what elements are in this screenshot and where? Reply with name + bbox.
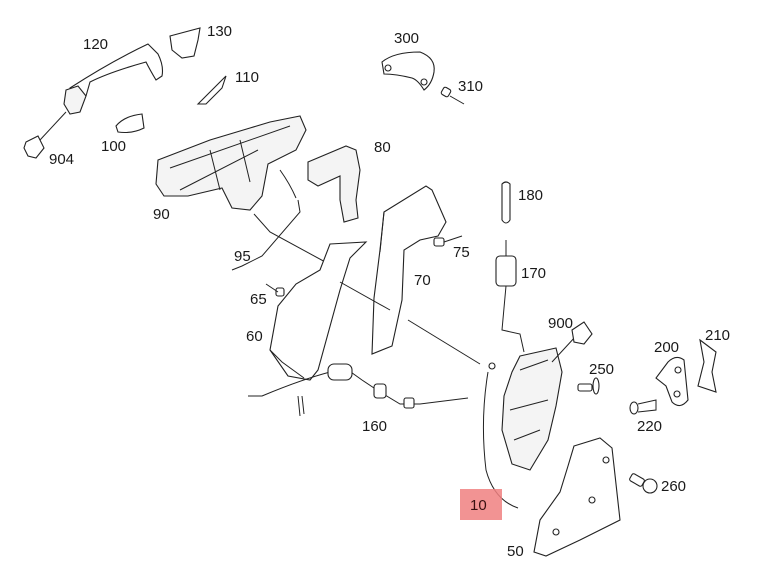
part-904-connector[interactable]: [23, 135, 45, 159]
part-60-bracket[interactable]: [269, 241, 481, 381]
part-170-rod[interactable]: [495, 240, 525, 353]
label-60[interactable]: 60: [246, 328, 263, 345]
part-80-carrier[interactable]: [307, 145, 361, 223]
label-95[interactable]: 95: [234, 248, 251, 265]
label-200[interactable]: 200: [654, 339, 680, 356]
label-220[interactable]: 220: [637, 418, 663, 435]
part-220-screw[interactable]: [629, 399, 657, 415]
part-50-mounting-plate[interactable]: [533, 437, 621, 557]
label-250[interactable]: 250: [589, 361, 615, 378]
label-75[interactable]: 75: [453, 244, 470, 261]
label-310[interactable]: 310: [458, 78, 484, 95]
part-300-bracket[interactable]: [381, 51, 435, 91]
part-75-clip[interactable]: [433, 235, 463, 247]
label-50[interactable]: 50: [507, 543, 524, 560]
label-80[interactable]: 80: [374, 139, 391, 156]
part-130-cap[interactable]: [169, 27, 201, 59]
label-100[interactable]: 100: [101, 138, 127, 155]
part-180-knob[interactable]: [501, 181, 511, 224]
label-120[interactable]: 120: [83, 36, 109, 53]
part-310-bolt[interactable]: [440, 86, 465, 105]
label-900[interactable]: 900: [548, 315, 574, 332]
label-130[interactable]: 130: [207, 23, 233, 40]
part-120-handle[interactable]: [39, 43, 164, 141]
part-95-rod[interactable]: [231, 169, 301, 271]
label-180[interactable]: 180: [518, 187, 544, 204]
part-250-screw[interactable]: [577, 377, 600, 395]
part-900-connector[interactable]: [571, 321, 593, 345]
part-110-gasket[interactable]: [196, 75, 227, 105]
label-70[interactable]: 70: [414, 272, 431, 289]
label-300[interactable]: 300: [394, 30, 420, 47]
label-170[interactable]: 170: [521, 265, 547, 282]
part-200-striker[interactable]: [655, 356, 689, 407]
highlight-part-10[interactable]: [460, 489, 502, 520]
label-90[interactable]: 90: [153, 206, 170, 223]
label-260[interactable]: 260: [661, 478, 687, 495]
label-65[interactable]: 65: [250, 291, 267, 308]
part-65-clip[interactable]: [265, 283, 285, 297]
part-160-cable[interactable]: [248, 363, 469, 417]
part-90-carrier[interactable]: [155, 115, 341, 271]
label-210[interactable]: 210: [705, 327, 731, 344]
part-210-plate[interactable]: [697, 338, 717, 393]
label-10[interactable]: 10: [470, 497, 487, 514]
label-904[interactable]: 904: [49, 151, 75, 168]
part-10-door-lock[interactable]: [482, 335, 577, 509]
label-160[interactable]: 160: [362, 418, 388, 435]
part-100-bezel[interactable]: [115, 113, 145, 134]
part-260-screw[interactable]: [629, 473, 658, 494]
label-110[interactable]: 110: [235, 69, 259, 86]
part-70-cover[interactable]: [371, 185, 447, 355]
